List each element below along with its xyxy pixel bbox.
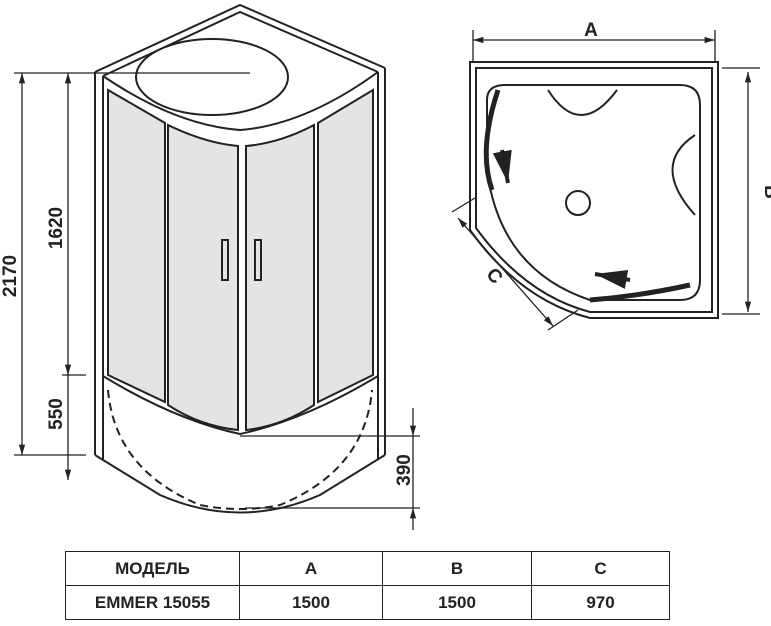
glass-doors bbox=[107, 88, 374, 432]
dimension-b-label: B bbox=[760, 185, 771, 199]
header-b: B bbox=[382, 551, 532, 586]
plan-view bbox=[451, 30, 760, 331]
table-row: EMMER 15055 1500 1500 970 bbox=[65, 585, 670, 620]
table-header-row: МОДЕЛЬ A B C bbox=[65, 551, 670, 586]
door-handle-left bbox=[221, 239, 229, 281]
cell-model: EMMER 15055 bbox=[65, 585, 240, 620]
dimension-total-height: 2170 bbox=[0, 255, 21, 297]
dimension-tray-height: 550 bbox=[46, 398, 67, 430]
header-model: МОДЕЛЬ bbox=[65, 551, 240, 586]
header-c: C bbox=[531, 551, 670, 586]
dimension-glass-height: 1620 bbox=[46, 207, 67, 249]
cell-a: 1500 bbox=[239, 585, 383, 620]
specs-table: МОДЕЛЬ A B C EMMER 15055 1500 1500 970 bbox=[65, 551, 670, 620]
dimension-tray-depth: 390 bbox=[394, 454, 415, 486]
front-view bbox=[14, 3, 420, 530]
cell-b: 1500 bbox=[382, 585, 532, 620]
dimension-a-label: A bbox=[584, 20, 598, 41]
header-a: A bbox=[239, 551, 383, 586]
cell-c: 970 bbox=[531, 585, 670, 620]
door-handle-right bbox=[254, 239, 262, 281]
